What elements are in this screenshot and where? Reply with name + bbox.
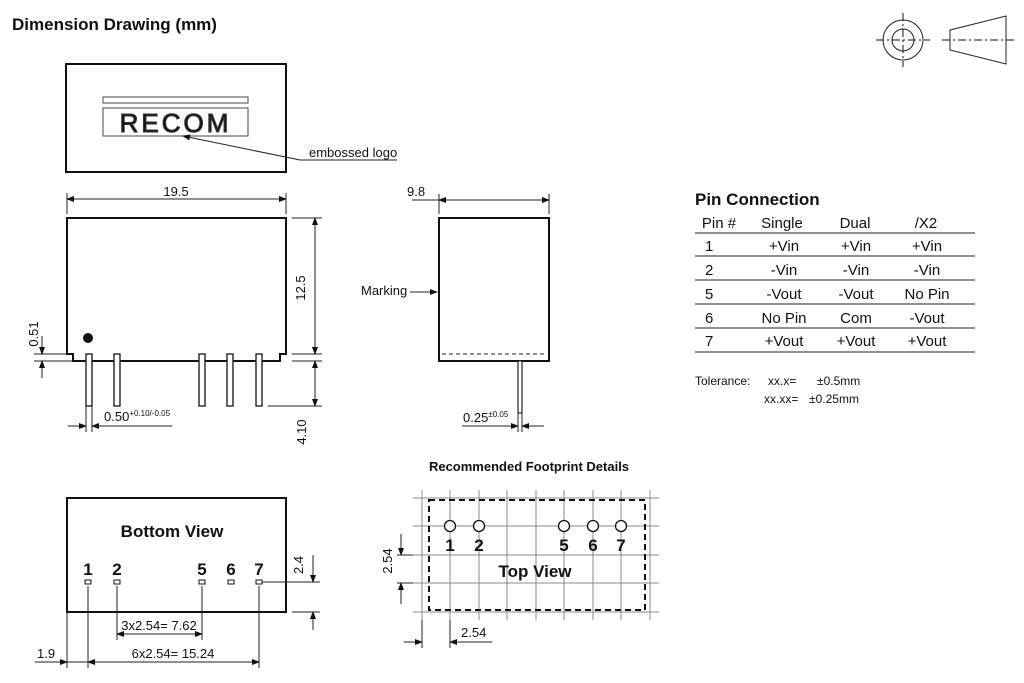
table-cell: +Vout [908, 333, 948, 350]
table-cell: -Vout [766, 286, 802, 303]
footprint-outline [428, 499, 646, 611]
table-row: 7 +Vout +Vout +Vout [705, 333, 947, 350]
table-cell: 1 [705, 238, 713, 255]
horizontal-pitch-dimension: 2.54 [461, 625, 486, 640]
pin-number: 7 [254, 560, 263, 579]
table-header-cell: /X2 [915, 215, 938, 232]
six-pitch-dimension: 6x2.54= 15.24 [132, 646, 215, 661]
three-pitch-dimension: 3x2.54= 7.62 [121, 618, 197, 633]
table-cell: +Vout [765, 333, 805, 350]
pin-number: 1 [445, 536, 454, 555]
pin [85, 353, 93, 407]
pin-number: 6 [226, 560, 235, 579]
pin-number: 2 [112, 560, 121, 579]
table-cell: -Vout [838, 286, 874, 303]
table-cell: Com [840, 310, 872, 327]
table-row: 2 -Vin -Vin -Vin [705, 262, 940, 279]
pin-pad [255, 579, 263, 585]
table-cell: +Vin [912, 238, 942, 255]
pin-number: 5 [559, 536, 568, 555]
pin-thickness-dimension: 0.25±0.05 [463, 410, 509, 425]
table-cell: No Pin [761, 310, 806, 327]
footprint-title: Recommended Footprint Details [429, 459, 629, 474]
pin-connection-table: Pin Connection Pin # Single Dual /X2 1 +… [695, 190, 975, 353]
pin-number: 7 [616, 536, 625, 555]
width-dimension: 19.5 [163, 184, 188, 199]
tolerance-value: ±0.25mm [809, 392, 859, 406]
recom-logo: RECOM [102, 96, 249, 139]
tolerance-label: Tolerance: [695, 374, 750, 388]
footprint-pad [586, 519, 600, 533]
pin [517, 360, 523, 414]
tolerance-value: ±0.5mm [817, 374, 860, 388]
tolerance-key: xx.xx= [764, 392, 798, 406]
table-cell: No Pin [904, 286, 949, 303]
first-angle-circle-icon [876, 13, 930, 67]
pin-number: 2 [474, 536, 483, 555]
standoff-dimension: 0.51 [26, 321, 41, 346]
table-cell: -Vin [843, 262, 869, 279]
pin-pad [84, 579, 92, 585]
pin-number: 5 [197, 560, 206, 579]
edge-offset-dimension: 1.9 [37, 646, 55, 661]
projection-cone-icon [942, 15, 1016, 65]
table-row: 5 -Vout -Vout No Pin [705, 286, 950, 303]
pin1-marker-dot [83, 333, 93, 343]
depth-dimension: 9.8 [407, 184, 425, 199]
bottom-view: Bottom View 1 2 5 6 7 2.4 3x2.54= 7.62 6… [35, 497, 320, 668]
table-cell: -Vout [909, 310, 945, 327]
pin [255, 353, 263, 407]
footprint-pad [557, 519, 571, 533]
table-row: 6 No Pin Com -Vout [705, 310, 945, 327]
footprint-pad [614, 519, 628, 533]
side-view: 9.8 Marking 0.25±0.05 [361, 184, 550, 432]
table-cell: +Vin [769, 238, 799, 255]
pin-number: 6 [588, 536, 597, 555]
pin-table-title: Pin Connection [695, 190, 820, 209]
marking-label: Marking [361, 283, 407, 298]
footprint-pad [443, 519, 457, 533]
front-view: 19.5 12.5 0.51 0.50+0.10/-0.05 4.10 [26, 184, 322, 445]
pin-pad [113, 579, 121, 585]
table-header-cell: Dual [840, 215, 871, 232]
table-cell: 7 [705, 333, 713, 350]
pin-row-offset-dimension: 2.4 [291, 556, 306, 574]
pin [113, 353, 121, 407]
table-cell: 6 [705, 310, 713, 327]
pin [198, 353, 206, 407]
table-cell: 2 [705, 262, 713, 279]
tolerance-note: Tolerance: xx.x= ±0.5mm xx.xx= ±0.25mm [695, 374, 860, 406]
page-title: Dimension Drawing (mm) [12, 15, 217, 34]
pin-width-dimension: 0.50+0.10/-0.05 [104, 409, 171, 424]
table-cell: +Vin [841, 238, 871, 255]
table-cell: -Vin [771, 262, 797, 279]
pin-number: 1 [83, 560, 92, 579]
top-view-logo-box: RECOM embossed logo [65, 63, 397, 173]
pin-pad [227, 579, 235, 585]
footprint-pad [472, 519, 486, 533]
pin-length-dimension: 4.10 [294, 419, 309, 444]
height-dimension: 12.5 [293, 275, 308, 300]
embossed-logo-callout: embossed logo [309, 145, 397, 160]
table-cell: +Vout [837, 333, 877, 350]
tolerance-key: xx.x= [768, 374, 796, 388]
footprint-details: Recommended Footprint Details 1 2 5 6 7 [380, 459, 659, 648]
table-cell: -Vin [914, 262, 940, 279]
bottom-view-title: Bottom View [121, 522, 224, 541]
logo-text: RECOM [120, 108, 232, 138]
pin [226, 353, 234, 407]
table-row: 1 +Vin +Vin +Vin [705, 238, 942, 255]
vertical-pitch-dimension: 2.54 [380, 548, 395, 573]
table-cell: 5 [705, 286, 713, 303]
table-header-cell: Pin # [702, 215, 737, 232]
table-header-cell: Single [761, 215, 803, 232]
top-view-label: Top View [498, 562, 572, 581]
pin-pad [198, 579, 206, 585]
footprint-grid [413, 490, 659, 620]
